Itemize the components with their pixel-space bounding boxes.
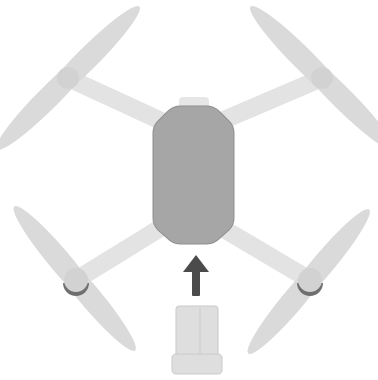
motor-rear-left	[64, 268, 88, 292]
drone-body	[153, 106, 234, 244]
arm-rear-left	[76, 222, 170, 280]
arm-front-left	[68, 78, 170, 125]
battery-icon	[172, 306, 222, 374]
arrow-up-icon	[183, 255, 209, 296]
motor-rear-right	[298, 268, 322, 292]
motor-front-right	[311, 67, 333, 89]
motor-front-left	[57, 67, 79, 89]
propeller-front-right	[243, 0, 378, 157]
arm-front-right	[212, 78, 322, 125]
